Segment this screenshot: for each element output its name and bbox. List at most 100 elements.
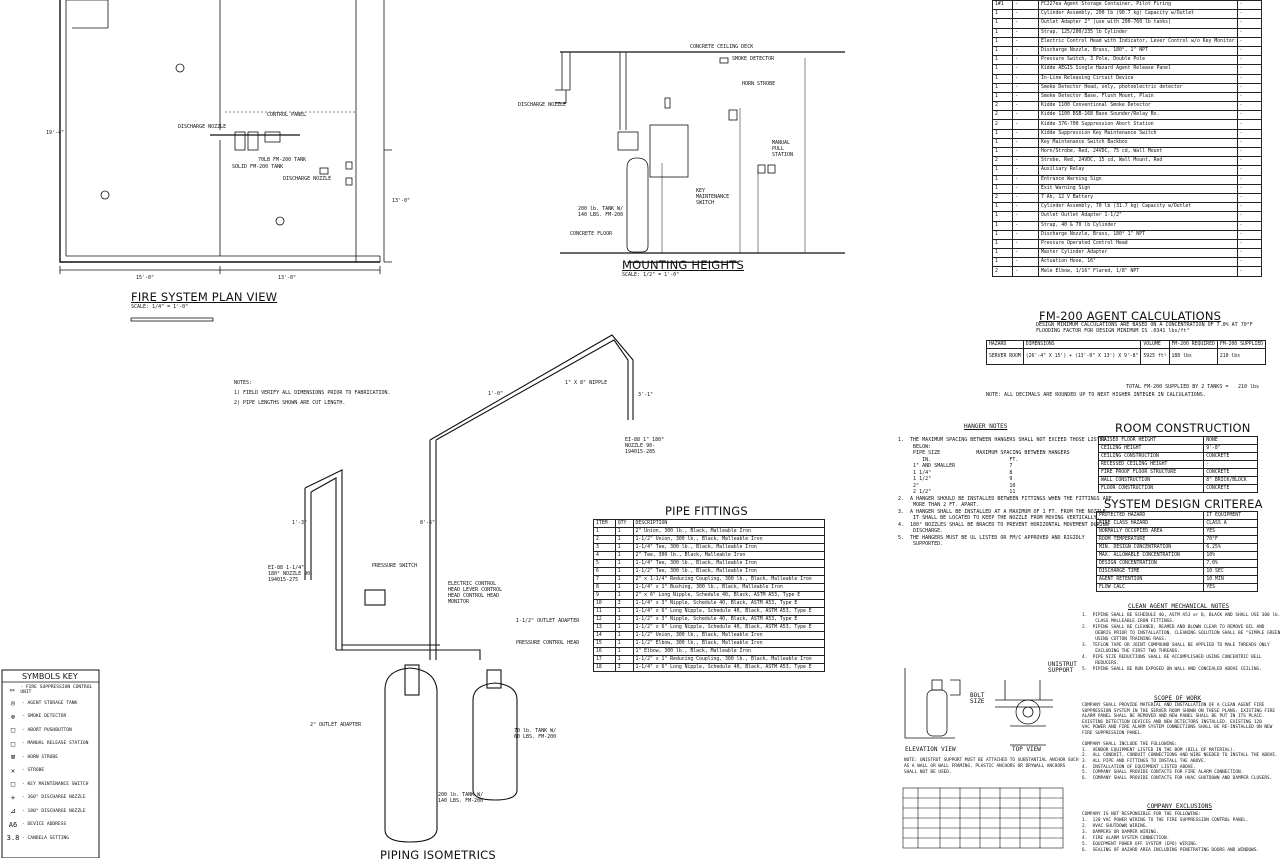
- table-cell: 1: [614, 575, 634, 584]
- table-cell: -: [1012, 174, 1039, 185]
- scope-line: 2. ALL CONDUIT, CONDUIT CONNECTIONS AND …: [1082, 753, 1278, 759]
- scope-line: SUPPRESSION SYSTEM IN THE SERVER ROOM SH…: [1082, 708, 1275, 714]
- mech-note-line: 1. PIPING SHALL BE SCHEDULE 40, ASTM A53…: [1082, 613, 1280, 618]
- symbols-key-title: SYMBOLS KEY: [22, 672, 78, 681]
- table-cell: -: [1236, 36, 1262, 47]
- system-design-title: SYSTEM DESIGN CRITEREA: [1104, 497, 1263, 511]
- table-cell: 1: [991, 248, 1014, 259]
- bom-row: 2-Kidde 376-700 Suppression Abort Statio…: [991, 119, 1262, 130]
- table-cell: -: [1012, 36, 1039, 47]
- table-cell: 1: [614, 591, 634, 600]
- table-cell: FLOOR CONSTRUCTION: [1097, 484, 1205, 493]
- hanger-note-line: 1 1/2" 9: [898, 476, 1013, 482]
- mount-nozzle-label: DISCHARGE NOZZLE: [518, 102, 567, 108]
- table-cell: 7: [593, 575, 616, 584]
- bom-row: 1-Master Cylinder Adapter-: [991, 248, 1262, 259]
- table-cell: 8" BRICK/BLOCK: [1203, 476, 1258, 485]
- plan-dim-left: 15'-0": [136, 275, 155, 281]
- note-2: 2) PIPE LENGTHS SHOWN ARE CUT LENGTH.: [234, 400, 346, 406]
- table-cell: 1: [614, 615, 634, 624]
- table-header-cell: DIMENSIONS: [1022, 340, 1142, 349]
- table-cell: 2" x 1-1/4" Reducing Coupling, 300 lb., …: [632, 575, 826, 584]
- elevation-view-label: ELEVATION VIEW: [905, 746, 956, 753]
- elevation-note: NOTE: UNISTRUT SUPPORT MUST BE ATTACHED …: [904, 758, 1079, 775]
- table-cell: YES: [1203, 527, 1258, 536]
- mech-note-line: REDUCERS.: [1082, 661, 1120, 666]
- plan-tank-label: 70LB FM-200 TANK: [258, 157, 307, 163]
- table-header-cell: FM-200 REQUIRED: [1168, 340, 1218, 349]
- bom-row: 1-Smoke Detector Head, only, photoelectr…: [991, 82, 1262, 93]
- agent-calc-note: NOTE: ALL DECIMALS ARE ROUNDED UP TO NEX…: [986, 392, 1206, 398]
- table-cell: -: [1236, 174, 1262, 185]
- hanger-notes-title: HANGER NOTES: [964, 423, 1008, 430]
- table-cell: PROTECTED HAZARD: [1095, 511, 1205, 520]
- table-cell: Outlet Outlet Adapter 1-1/2": [1038, 211, 1238, 222]
- bom-row: 1-Electric Control Head with Indicator, …: [991, 36, 1262, 47]
- table-cell: -: [1012, 238, 1039, 250]
- table-cell: 1: [614, 655, 634, 664]
- iso-dim-3: 1'-3": [292, 520, 308, 526]
- table-cell: -: [1012, 82, 1039, 93]
- bom-row: 1-Smoke Detector Base, Flush Mount, Plai…: [991, 91, 1262, 103]
- symbol-label: - DEVICE ADDRESS: [22, 822, 67, 828]
- table-cell: -: [1012, 27, 1039, 38]
- hanger-note-line: 2 1/2" 11: [898, 489, 1016, 495]
- hanger-note-line: PIPE SIZE MAXIMUM SPACING BETWEEN HANGER…: [898, 450, 1070, 456]
- bom-row: 1-Pressure Switch, 3 Pole, Double Pole-: [991, 55, 1262, 66]
- pipe-fittings-title: PIPE FITTINGS: [665, 504, 748, 518]
- agent-calc-subtitle-1: DESIGN MINIMUM CALCULATIONS ARE BASED ON…: [1036, 322, 1253, 328]
- symbol-label: - KEY MAINTENANCE SWITCH: [22, 781, 89, 787]
- symbol-row: A6- DEVICE ADDRESS: [4, 818, 98, 832]
- agent-tank-icon: ◎: [10, 699, 16, 708]
- room-construction-title: ROOM CONSTRUCTION: [1115, 421, 1251, 435]
- bom-row: 1-Cylinder Assembly, 200 lb (90.7 kg) Ca…: [991, 9, 1262, 20]
- exclusion-line: 6. SEALING OF HAZARD AREA INCLUDING PENE…: [1082, 848, 1260, 853]
- bom-row: 1-Exit Warning Sign-: [991, 183, 1262, 194]
- exclusions-title: COMPANY EXCLUSIONS: [1147, 803, 1213, 810]
- unistrut-label: UNISTRUT SUPPORT: [1048, 661, 1077, 674]
- table-cell: 70°F: [1203, 535, 1258, 544]
- nozzle-360-icon: +: [10, 793, 16, 802]
- table-cell: -: [1236, 266, 1262, 277]
- table-cell: CLASS A: [1203, 519, 1258, 528]
- nozzle-180-icon: ⊿: [10, 807, 16, 816]
- agent-calc-total: TOTAL FM-200 SUPPLIED BY 2 TANKS =: [1126, 384, 1229, 390]
- plan-view-title: FIRE SYSTEM PLAN VIEW: [131, 290, 278, 304]
- table-cell: 1" Elbow, 300 lb., Black, Malleable Iron: [632, 647, 826, 656]
- table-cell: 12: [593, 615, 616, 624]
- strobe-icon: ✕: [10, 766, 16, 775]
- scope-list: COMPANY SHALL PROVIDE MATERIAL AND INSTA…: [1082, 703, 1278, 781]
- table-cell: -: [1012, 266, 1039, 277]
- table-cell: 17: [593, 655, 616, 664]
- mounting-heights-title: MOUNTING HEIGHTS: [622, 258, 744, 272]
- table-cell: 1: [614, 559, 634, 568]
- table-cell: 1-1/4" Tee, 300 lb., Black, Malleable Ir…: [632, 543, 826, 552]
- symbol-label: - 180° DISCHARGE NOZZLE: [22, 808, 86, 814]
- table-cell: 2" Union, 300 lb., Black, Malleable Iron: [632, 527, 826, 536]
- symbol-row: ⊠- HORN STROBE: [4, 751, 98, 765]
- table-cell: Entrance Warning Sign: [1038, 174, 1238, 185]
- scope-line: EXISTING DETECTION DEVICES AND NEW DETEC…: [1082, 719, 1262, 725]
- table-cell: -: [1012, 165, 1039, 176]
- table-cell: Pressure Switch, 3 Pole, Double Pole: [1038, 55, 1238, 66]
- table-cell: -: [1236, 128, 1262, 139]
- table-cell: -: [1012, 220, 1039, 231]
- table-cell: Kidde 1100 BSB-168 Base Sounder/Relay Bx…: [1038, 110, 1238, 121]
- table-cell: 1: [614, 623, 634, 632]
- scope-line: 3. ALL PIPE AND FITTINGS TO INSTALL THE …: [1082, 758, 1207, 764]
- table-cell: -: [1012, 202, 1039, 213]
- hanger-note-line: MORE THAN 2 FT. APART.: [898, 502, 980, 508]
- table-cell: 1: [991, 91, 1014, 103]
- table-header-cell: ITEM: [593, 519, 616, 528]
- table-cell: 1: [991, 165, 1014, 176]
- table-cell: -: [1236, 202, 1262, 213]
- table-cell: 1: [991, 174, 1014, 185]
- table-cell: 2: [991, 192, 1014, 204]
- table-cell: 1: [991, 202, 1014, 213]
- scope-line: 6. COMPANY SHALL PROVIDE CONTACTS FOR HV…: [1082, 775, 1273, 781]
